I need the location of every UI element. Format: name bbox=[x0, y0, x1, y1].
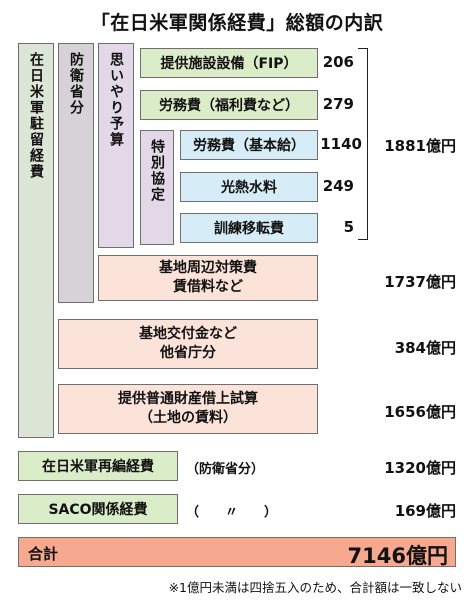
item-value-kounetsu: 249 bbox=[322, 177, 354, 195]
item-label-futsu-zaisan: 提供普通財産借上試算 （土地の賃料） bbox=[118, 391, 258, 426]
category-omoiyari-column: 思いやり予算 bbox=[98, 43, 134, 248]
item-label-roumu-kihonkyu: 労務費（基本給） bbox=[193, 138, 305, 154]
item-box-saihen: 在日米軍再編経費 bbox=[18, 451, 178, 481]
footnote: ※1億円未満は四捨五入のため、合計額は一致しない bbox=[168, 580, 462, 595]
item-label-saco: SACO関係経費 bbox=[48, 502, 148, 518]
item-note-saco: （ 〃 ） bbox=[186, 505, 278, 520]
category-tokubetsu-label: 特別協定 bbox=[149, 139, 165, 203]
item-value-roumu-kihonkyu: 1140 bbox=[320, 135, 362, 153]
item-box-saco: SACO関係経費 bbox=[18, 494, 178, 524]
chart-title: 「在日米軍関係経費」総額の内訳 bbox=[90, 12, 384, 34]
item-box-kunren: 訓練移転費 bbox=[180, 213, 318, 243]
item-value-kunren: 5 bbox=[343, 218, 354, 236]
item-label-roumu-fukuri: 労務費（福利費など） bbox=[159, 98, 299, 114]
item-box-roumu-fukuri: 労務費（福利費など） bbox=[140, 90, 318, 120]
item-box-fip: 提供施設設備（FIP） bbox=[140, 48, 318, 78]
subtotal-bracket bbox=[358, 48, 368, 240]
item-label-saihen: 在日米軍再編経費 bbox=[42, 459, 154, 475]
item-box-kichi-shuhen: 基地周辺対策費 賃借料など bbox=[98, 255, 318, 301]
subtotal-value: 1881億円 bbox=[384, 137, 456, 155]
item-value-saco: 169億円 bbox=[394, 502, 456, 520]
item-box-kounetsu: 光熱水料 bbox=[180, 172, 318, 202]
item-label-kunren: 訓練移転費 bbox=[214, 221, 284, 237]
item-label-kofukin: 基地交付金など 他省庁分 bbox=[139, 326, 237, 361]
total-bar bbox=[18, 537, 456, 567]
item-label-kounetsu: 光熱水料 bbox=[221, 180, 277, 196]
total-label: 合計 bbox=[28, 545, 59, 563]
item-value-fip: 206 bbox=[322, 53, 354, 71]
category-tokubetsu-column: 特別協定 bbox=[140, 130, 174, 245]
category-zainichi-label: 在日米軍駐留経費 bbox=[28, 52, 44, 180]
item-value-kichi-shuhen: 1737億円 bbox=[384, 273, 456, 291]
item-note-saihen: （防衛省分） bbox=[186, 462, 265, 477]
item-value-saihen: 1320億円 bbox=[384, 459, 456, 477]
item-label-fip: 提供施設設備（FIP） bbox=[160, 56, 298, 72]
item-box-kofukin: 基地交付金など 他省庁分 bbox=[58, 319, 318, 369]
item-value-roumu-fukuri: 279 bbox=[322, 95, 354, 113]
item-value-futsu-zaisan: 1656億円 bbox=[384, 403, 456, 421]
total-value: 7146億円 bbox=[347, 544, 448, 568]
item-box-futsu-zaisan: 提供普通財産借上試算 （土地の賃料） bbox=[58, 384, 318, 434]
category-omoiyari-label: 思いやり予算 bbox=[108, 52, 124, 148]
item-label-kichi-shuhen: 基地周辺対策費 賃借料など bbox=[159, 260, 257, 295]
item-box-roumu-kihonkyu: 労務費（基本給） bbox=[180, 130, 318, 160]
category-zainichi-column: 在日米軍駐留経費 bbox=[18, 43, 54, 438]
category-boueisho-label: 防衛省分 bbox=[68, 52, 84, 116]
category-boueisho-column: 防衛省分 bbox=[58, 43, 94, 303]
item-value-kofukin: 384億円 bbox=[394, 339, 456, 357]
